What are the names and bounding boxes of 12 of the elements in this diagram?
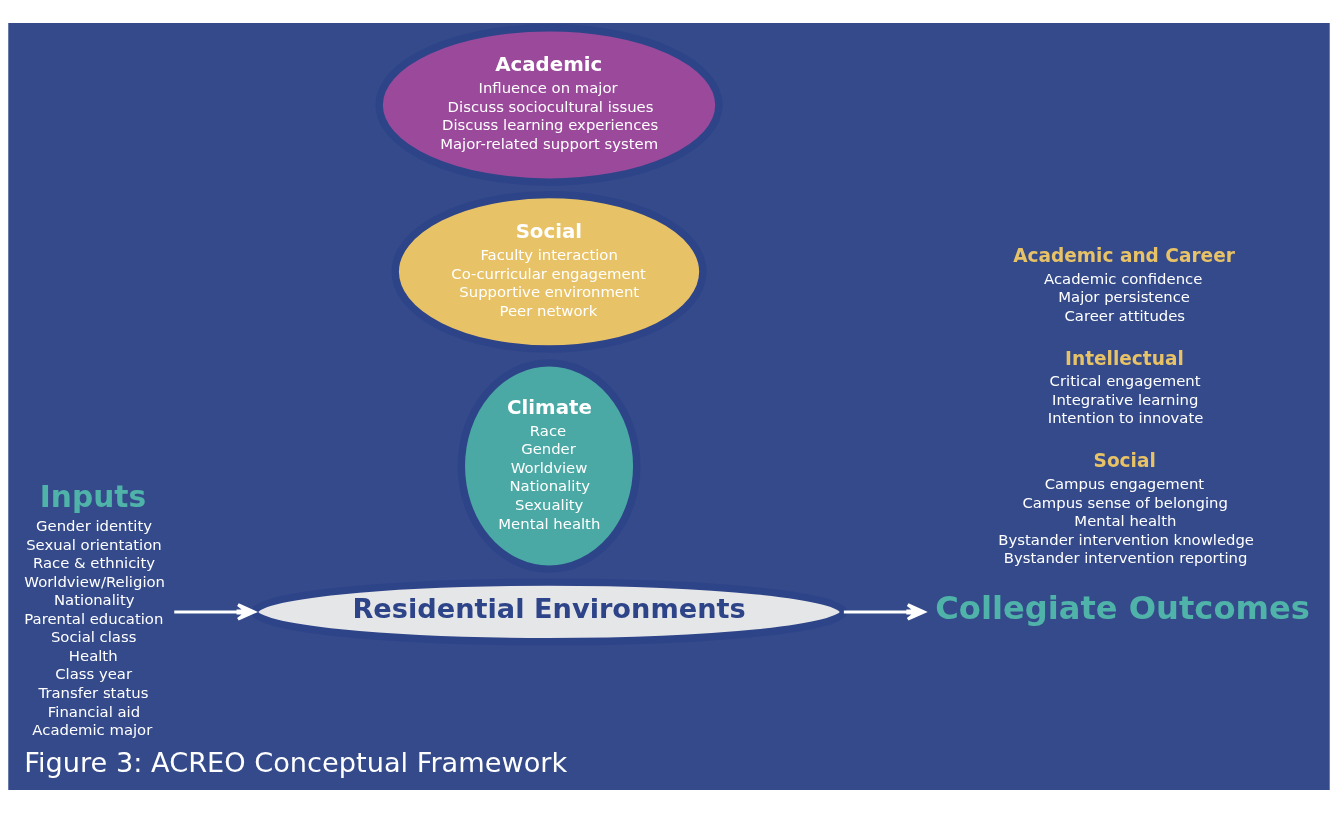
arrow: [174, 603, 256, 621]
node-text: Inputs Gender identity Sexual orientation Race & ethnicity Worldview/Religion Nationality Parental education Social class Health Class year Transfer status Financial aid Academic major: [24, 479, 165, 739]
node-ellipse: Residential Environments: [250, 578, 848, 646]
node-text: Social Campus engagement Campus sense of belonging Mental health Bystander intervention knowledge Bystander intervention reporting: [998, 450, 1254, 567]
node-text: Collegiate Outcomes: [935, 589, 1310, 628]
node-ellipse: Climate Race Gender Worldview Nationality Sexuality Mental health: [457, 359, 641, 573]
node-text: Academic and Career Academic confidence Major persistence Career attitudes: [1013, 244, 1235, 324]
node-text: Intellectual Critical engagement Integrative learning Intention to innovate: [1047, 347, 1204, 427]
caption: Figure 3: ACREO Conceptual Framework: [24, 747, 568, 779]
node-ellipse: Social Faculty interaction Co-curricular engagement Supportive environment Peer network: [391, 190, 707, 353]
arrow: [843, 603, 926, 621]
node-ellipse: Academic Influence on major Discuss sociocultural issues Discuss learning experiences Major-related support system: [375, 23, 723, 186]
